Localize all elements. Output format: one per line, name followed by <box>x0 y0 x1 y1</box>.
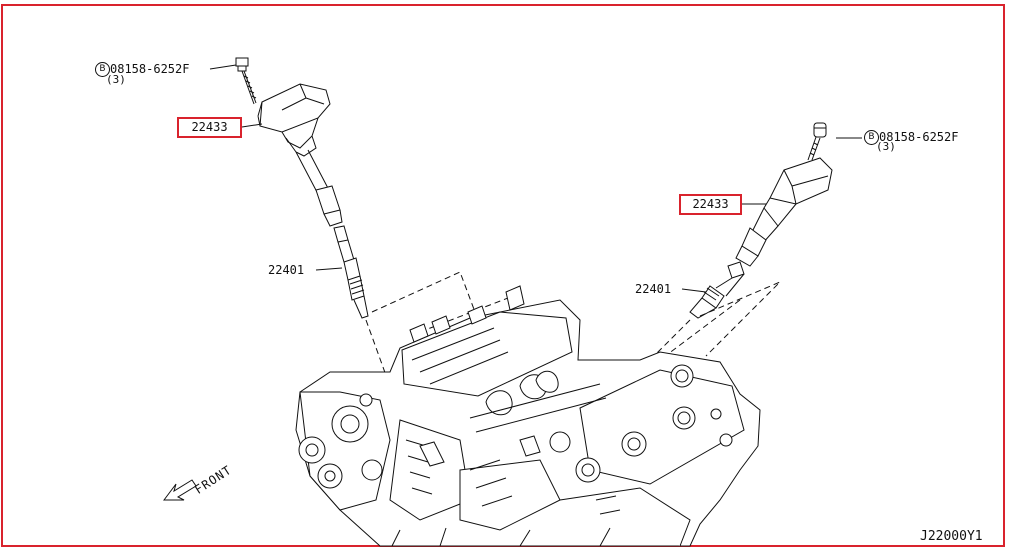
bolt-left <box>235 57 257 105</box>
bolt-right-part-number: 08158-6252F <box>879 130 959 144</box>
bolt-left-quantity: (3) <box>106 73 126 86</box>
bolt-left-part-number: 08158-6252F <box>110 62 190 76</box>
bolt-right-badge: B <box>864 130 879 145</box>
front-arrow <box>163 479 197 501</box>
diagram-code: J22000Y1 <box>920 529 983 544</box>
bolt-right <box>807 122 827 161</box>
leader-lines <box>209 64 862 293</box>
plug-left-part-number: 22401 <box>268 263 305 277</box>
bolt-right-quantity: (3) <box>876 140 896 153</box>
ignition-coil-right <box>735 157 833 267</box>
engine-block <box>295 285 761 547</box>
bolt-left-badge: B <box>95 62 110 77</box>
spark-plug-left <box>333 225 369 319</box>
plug-right-part-number: 22401 <box>635 282 672 296</box>
ignition-coil-left <box>257 83 343 227</box>
spark-plug-right <box>689 261 745 319</box>
coil-left-part-number: 22433 <box>177 117 242 138</box>
coil-right-part-number: 22433 <box>679 194 742 215</box>
